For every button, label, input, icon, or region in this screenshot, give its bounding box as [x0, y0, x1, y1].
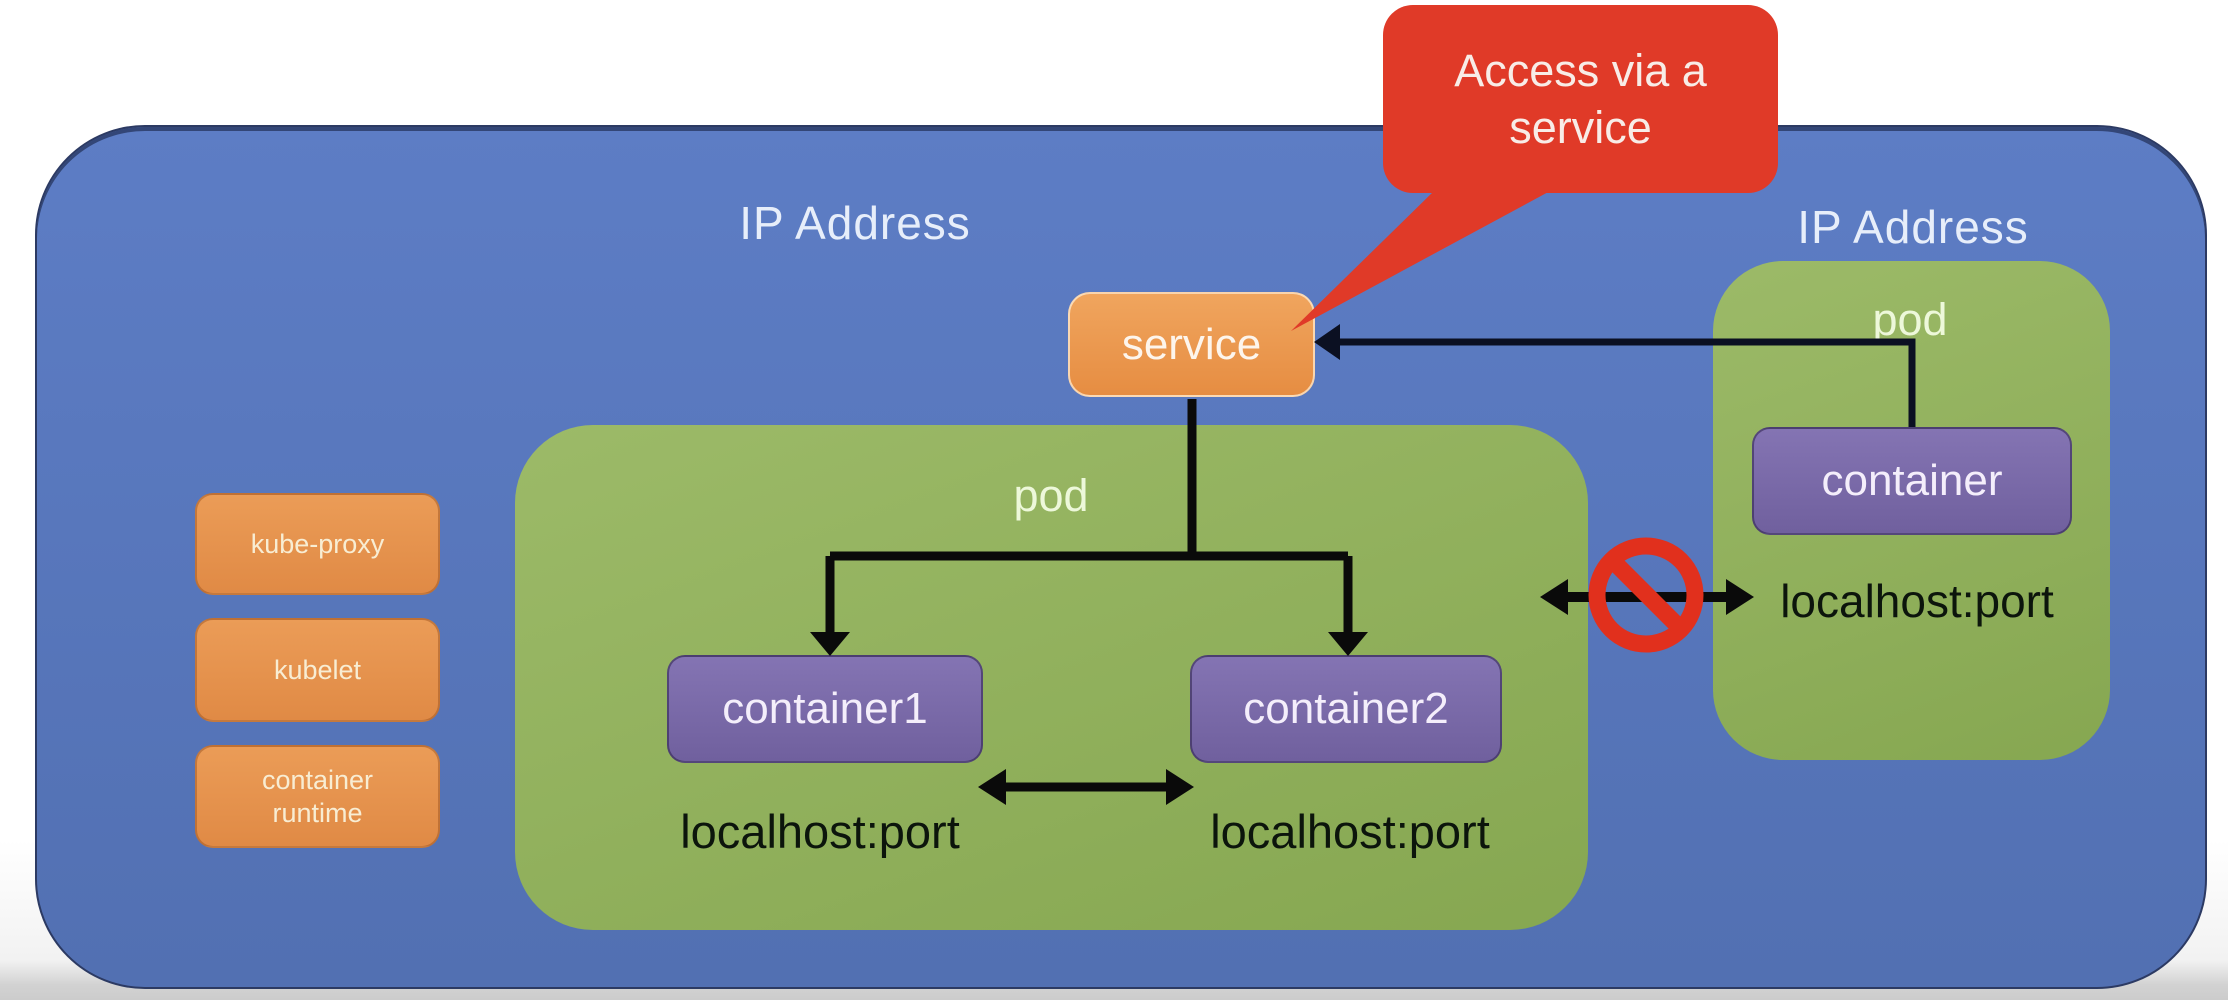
container-link-arrow: [978, 769, 1194, 805]
left-pod-label: pod: [1013, 470, 1089, 521]
callout-tail: [1291, 190, 1552, 331]
access-via-service-callout: Access via a service: [1383, 5, 1778, 193]
callout-text-line2: service: [1509, 102, 1652, 153]
container2-box: container2: [1190, 655, 1502, 763]
kubelet-box: kubelet: [195, 618, 440, 722]
right-container-port-label: localhost:port: [1780, 575, 2054, 627]
right-container-box: container: [1752, 427, 2072, 535]
node-ip-label-left: IP Address: [739, 197, 971, 249]
service-access-arrow: [1340, 338, 1916, 427]
kube-proxy-box: kube-proxy: [195, 493, 440, 595]
branch-arrowhead-container1: [810, 632, 850, 656]
callout-text-line1: Access via a: [1454, 45, 1707, 96]
service-box: service: [1068, 292, 1315, 397]
container2-port-label: localhost:port: [1210, 805, 1490, 858]
service-access-arrowhead: [1314, 324, 1340, 360]
service-branch-connector: [825, 399, 1353, 634]
branch-arrowhead-container2: [1328, 632, 1368, 656]
container1-port-label: localhost:port: [680, 805, 960, 858]
container-runtime-box: container runtime: [195, 745, 440, 848]
right-pod-label: pod: [1872, 294, 1948, 345]
no-entry-icon: [1588, 537, 1704, 653]
node-ip-label-right: IP Address: [1797, 201, 2029, 253]
container1-box: container1: [667, 655, 983, 763]
